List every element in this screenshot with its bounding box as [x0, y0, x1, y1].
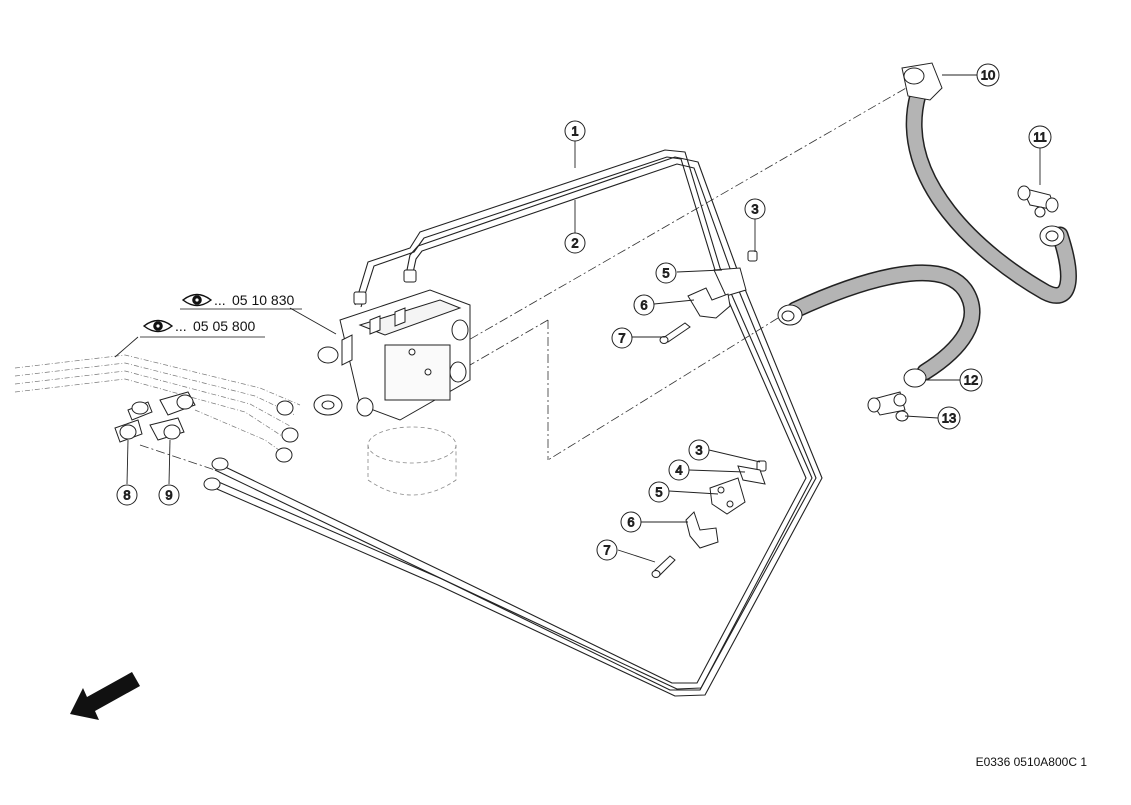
svg-text:8: 8 — [123, 488, 130, 503]
callout-5-upper: 5 — [655, 262, 677, 284]
svg-text:11: 11 — [1033, 130, 1047, 145]
callout-9: 9 — [158, 484, 180, 506]
svg-text:13: 13 — [942, 411, 956, 426]
hose-12 — [777, 264, 981, 388]
svg-text:7: 7 — [603, 543, 610, 558]
callout-5-lower: 5 — [648, 481, 670, 503]
dashed-leaders — [139, 79, 921, 471]
svg-text:5: 5 — [662, 266, 669, 281]
callouts: 1 2 3 5 6 7 3 4 5 6 7 8 9 10 11 12 13 — [116, 63, 1052, 561]
pipe-fittings — [203, 269, 417, 491]
svg-text:4: 4 — [675, 463, 682, 478]
callout-3-upper: 3 — [744, 198, 766, 220]
svg-text:...: ... — [175, 318, 187, 334]
rigid-pipes — [209, 149, 823, 697]
svg-text:6: 6 — [640, 298, 647, 313]
svg-text:3: 3 — [695, 443, 702, 458]
callout-leaders — [114, 74, 1041, 563]
arrow-down-left-icon — [70, 672, 140, 720]
valve-block — [313, 289, 471, 421]
svg-text:05 10 830: 05 10 830 — [232, 292, 294, 308]
tee-fitting-13 — [867, 391, 909, 422]
hose-10 — [901, 62, 1077, 304]
callout-3-lower: 3 — [688, 439, 710, 461]
callout-13: 13 — [937, 406, 961, 430]
svg-text:6: 6 — [627, 515, 634, 530]
svg-text:05 05 800: 05 05 800 — [193, 318, 255, 334]
reference-2: ... 05 05 800 — [140, 318, 265, 338]
drawing-code: E0336 0510A800C 1 — [976, 755, 1088, 769]
callout-1: 1 — [564, 120, 586, 142]
callout-7-lower: 7 — [596, 539, 618, 561]
callout-2: 2 — [564, 232, 586, 254]
background-lines — [14, 354, 301, 459]
lower-clamp-parts — [651, 460, 767, 578]
svg-text:9: 9 — [165, 488, 172, 503]
left-fittings — [114, 391, 299, 463]
svg-text:7: 7 — [618, 331, 625, 346]
svg-text:3: 3 — [751, 202, 758, 217]
eye-icon — [142, 319, 174, 333]
cylinder-ghost — [367, 426, 457, 496]
callout-12: 12 — [959, 368, 983, 392]
svg-text:5: 5 — [655, 485, 662, 500]
upper-clamp-parts — [659, 250, 758, 344]
svg-text:12: 12 — [964, 373, 978, 388]
callout-10: 10 — [976, 63, 1000, 87]
svg-text:2: 2 — [571, 236, 578, 251]
callout-4: 4 — [668, 459, 690, 481]
svg-text:1: 1 — [571, 124, 578, 139]
tee-fitting-11 — [1017, 185, 1059, 218]
callout-6-upper: 6 — [633, 294, 655, 316]
callout-6-lower: 6 — [620, 511, 642, 533]
reference-1: ... 05 10 830 — [180, 292, 302, 310]
callout-7-upper: 7 — [611, 327, 633, 349]
callout-11: 11 — [1028, 125, 1052, 149]
callout-8: 8 — [116, 484, 138, 506]
eye-icon — [181, 293, 213, 307]
svg-text:10: 10 — [981, 68, 995, 83]
svg-text:...: ... — [214, 292, 226, 308]
